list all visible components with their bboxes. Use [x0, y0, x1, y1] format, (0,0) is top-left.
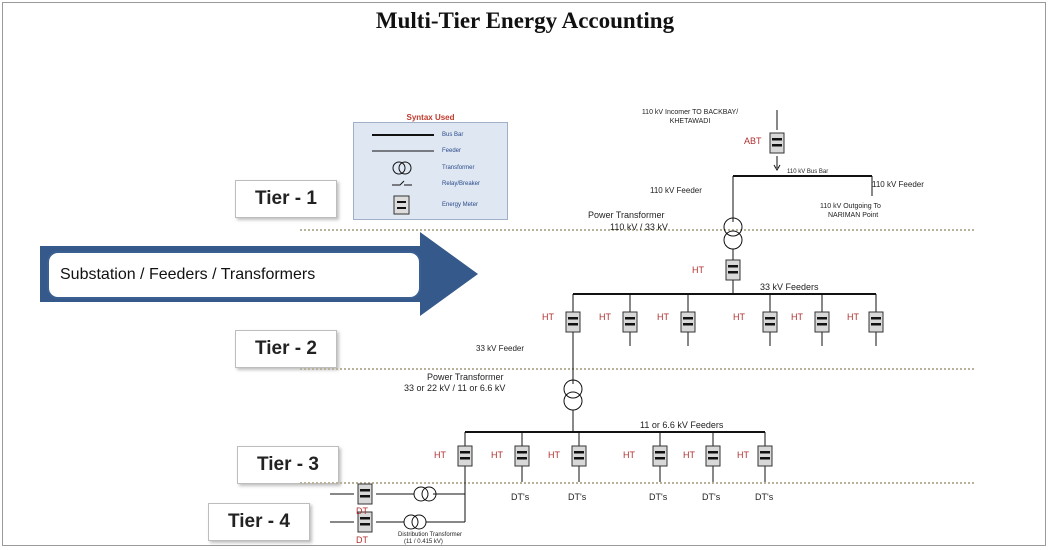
outgoing-label-2: NARIMAN Point — [828, 212, 878, 219]
tier-separators — [300, 229, 975, 484]
incomer-label-2: KHETAWADI — [670, 118, 711, 125]
incomer-label: 110 kV Incomer TO BACKBAY/ — [642, 109, 738, 116]
legend-transformer: Transformer — [442, 165, 475, 171]
diagram-title: Multi-Tier Energy Accounting — [375, 8, 675, 33]
ht-label: HT — [542, 312, 554, 322]
ht-label: HT — [733, 312, 745, 322]
feeders-11-label: 11 or 6.6 kV Feeders — [640, 420, 724, 430]
dt-label: DT — [356, 506, 368, 516]
tier-4-box: Tier - 4 — [208, 503, 310, 541]
feeders-33-label: 33 kV Feeders — [760, 282, 819, 292]
legend-title: Syntax Used — [406, 113, 455, 122]
power-transformer-1-rating: 110 kV / 33 kV — [610, 222, 668, 232]
legend-bus-bar: Bus Bar — [442, 132, 464, 138]
legend-feeder: Feeder — [442, 148, 462, 154]
ht-label: HT — [599, 312, 611, 322]
ht-label: HT — [623, 450, 635, 460]
ht-label: HT — [548, 450, 560, 460]
legend-energy-meter: Energy Meter — [442, 202, 479, 208]
distribution-transformer-label: Distribution Transformer — [398, 532, 462, 538]
dts-label: DT's — [755, 492, 774, 502]
tier-1-network — [723, 110, 873, 294]
dts-label: DT's — [649, 492, 668, 502]
feeder-33-label: 33 kV Feeder — [476, 344, 524, 353]
tier-4-network — [330, 486, 437, 530]
banner-label: Substation / Feeders / Transformers — [60, 266, 316, 283]
ht-label: HT — [434, 450, 446, 460]
dts-label: DT's — [511, 492, 530, 502]
outgoing-label: 110 kV Outgoing To — [820, 203, 881, 210]
tier-1-box: Tier - 1 — [235, 180, 337, 218]
tier-3-network — [433, 431, 766, 523]
ht-label: HT — [737, 450, 749, 460]
legend-symbols — [372, 134, 434, 215]
syntax-legend: Syntax Used Bus Bar Feeder Transformer R… — [353, 113, 508, 220]
dt-label: DT — [356, 535, 368, 545]
power-transformer-2-rating: 33 or 22 kV / 11 or 6.6 kV — [404, 383, 505, 393]
tier-3-box: Tier - 3 — [237, 446, 339, 484]
bus-bar-110-label: 110 kV Bus Bar — [787, 169, 828, 175]
power-transformer-1-label: Power Transformer — [588, 210, 665, 220]
abt-label: ABT — [744, 136, 762, 146]
distribution-transformer-rating: (11 / 0.415 kV) — [404, 539, 443, 545]
ht-label: HT — [683, 450, 695, 460]
feeder-110-right-label: 110 kV Feeder — [872, 180, 924, 189]
dts-label: DT's — [702, 492, 721, 502]
dts-label: DT's — [568, 492, 587, 502]
ht-label-main: HT — [692, 265, 704, 275]
ht-label: HT — [657, 312, 669, 322]
tier-2-box: Tier - 2 — [235, 330, 337, 368]
ht-label: HT — [491, 450, 503, 460]
power-transformer-2-label: Power Transformer — [427, 372, 504, 382]
tier-2-network — [563, 293, 877, 432]
legend-relay: Relay/Breaker — [442, 181, 481, 187]
ht-label: HT — [847, 312, 859, 322]
banner-arrow — [40, 232, 478, 316]
feeder-110-left-label: 110 kV Feeder — [650, 186, 702, 195]
ht-label: HT — [791, 312, 803, 322]
